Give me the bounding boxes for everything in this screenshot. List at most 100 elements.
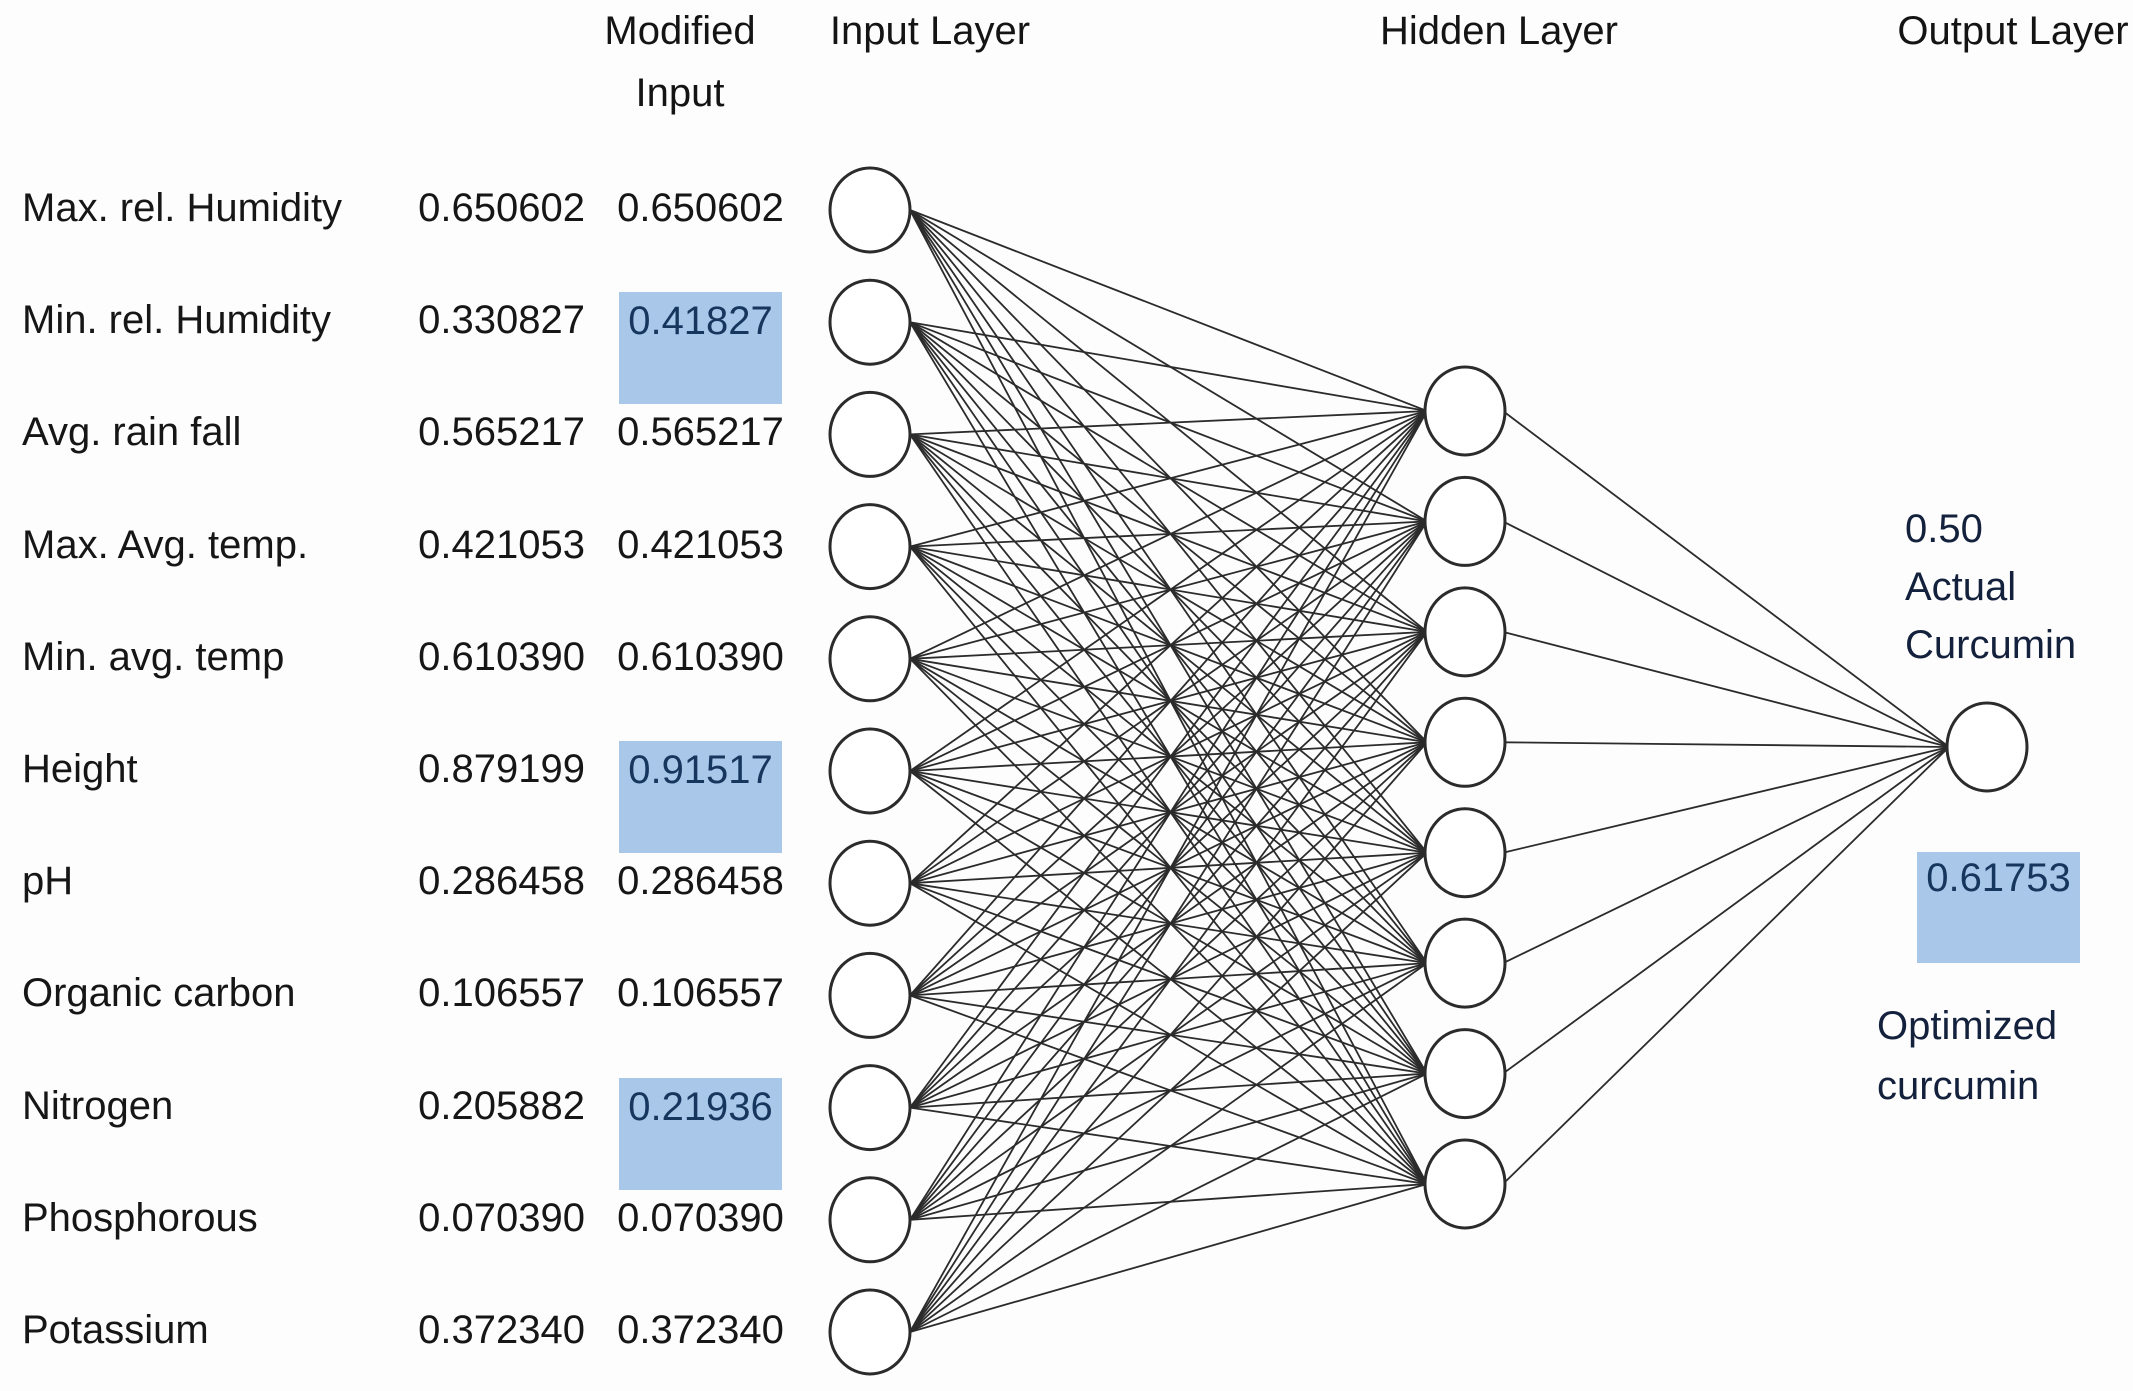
edge-input-hidden: [909, 962, 1428, 1333]
table-row: Height 0.879199 0.91517: [0, 741, 2133, 853]
row-modified-value-highlighted: 0.91517: [619, 741, 782, 853]
input-node: [828, 1288, 912, 1376]
edge-hidden-output: [1502, 410, 1950, 748]
row-normalized-value: 0.565217: [418, 410, 585, 455]
row-normalized-value: 0.070390: [418, 1195, 585, 1240]
row-modified-cell: 0.91517: [603, 741, 798, 853]
edge-input-hidden: [909, 1072, 1428, 1333]
hidden-node: [1423, 475, 1507, 567]
input-node: [828, 1064, 912, 1152]
output-node: [1945, 701, 2029, 793]
actual-curcumin-label: 0.50 Actual Curcumin: [1905, 500, 2076, 674]
row-label: Organic carbon: [22, 971, 296, 1016]
row-label: Max. Avg. temp.: [22, 522, 309, 567]
edge-input-hidden: [909, 209, 1428, 412]
hidden-node: [1423, 917, 1507, 1009]
input-node: [828, 1176, 912, 1264]
optimized-curcumin-value-box: 0.61753: [1917, 852, 2080, 963]
row-modified-value-highlighted: 0.21936: [619, 1077, 782, 1190]
row-modified-value: 0.070390: [617, 1195, 784, 1240]
hidden-layer-header: Hidden Layer: [1380, 9, 1618, 53]
input-node: [828, 727, 912, 815]
edge-hidden-output: [1502, 741, 1950, 748]
row-modified-value: 0.650602: [617, 186, 784, 230]
optimized-curcumin-label-line1: Optimized: [1877, 1004, 2058, 1048]
row-modified-cell: 0.650602: [603, 180, 798, 236]
edge-hidden-output: [1502, 520, 1950, 748]
hidden-node: [1423, 1028, 1507, 1120]
actual-curcumin-line2: Actual: [1905, 565, 2017, 609]
edge-input-hidden: [909, 631, 1428, 1333]
row-normalized-value: 0.106557: [418, 971, 585, 1016]
edge-input-hidden: [909, 410, 1428, 548]
row-normalized-value: 0.421053: [418, 522, 585, 567]
hidden-node: [1423, 807, 1507, 899]
row-label: Min. rel. Humidity: [22, 298, 331, 343]
row-modified-value: 0.565217: [617, 410, 784, 455]
row-modified-cell: 0.372340: [603, 1302, 798, 1358]
input-node: [828, 166, 912, 254]
edge-input-hidden: [909, 410, 1428, 1221]
row-label: Height: [22, 747, 138, 791]
row-normalized-value: 0.879199: [418, 747, 585, 791]
input-node: [828, 839, 912, 927]
edge-hidden-output: [1502, 630, 1950, 748]
input-node: [828, 278, 912, 366]
edge-hidden-output: [1502, 746, 1950, 854]
row-normalized-value: 0.286458: [418, 859, 585, 904]
edge-hidden-output: [1502, 746, 1950, 1075]
optimized-curcumin-label: Optimized curcumin: [1877, 996, 2057, 1116]
row-modified-cell: 0.41827: [603, 292, 798, 405]
row-modified-value-highlighted: 0.41827: [619, 292, 782, 405]
row-label: pH: [22, 859, 74, 904]
input-node: [828, 503, 912, 591]
row-modified-value: 0.286458: [617, 859, 784, 904]
input-node: [828, 951, 912, 1039]
edge-input-hidden: [909, 410, 1428, 660]
actual-curcumin-value: 0.50: [1905, 507, 1983, 551]
actual-curcumin-line3: Curcumin: [1905, 623, 2077, 667]
edge-input-hidden: [909, 741, 1428, 1333]
row-normalized-value: 0.205882: [418, 1083, 585, 1128]
edge-hidden-output: [1502, 746, 1950, 1185]
edge-input-hidden: [909, 520, 1428, 1333]
table-row: Max. Avg. temp. 0.421053 0.421053: [0, 517, 2133, 629]
modified-input-header-line1: Modified: [604, 9, 756, 53]
input-node: [828, 390, 912, 478]
hidden-node: [1423, 696, 1507, 788]
row-modified-value: 0.610390: [617, 634, 784, 679]
row-modified-cell: 0.21936: [603, 1077, 798, 1190]
edge-input-hidden: [909, 410, 1428, 436]
edge-input-hidden: [909, 852, 1428, 1333]
row-modified-cell: 0.286458: [603, 853, 798, 909]
output-layer-header: Output Layer: [1897, 9, 2129, 53]
edge-input-hidden: [909, 410, 1428, 1333]
row-normalized-value: 0.610390: [418, 634, 585, 679]
row-modified-value: 0.106557: [617, 971, 784, 1016]
modified-input-header-line2: Input: [635, 71, 725, 115]
row-label: Min. avg. temp: [22, 634, 285, 679]
row-label: Max. rel. Humidity: [22, 186, 343, 230]
row-modified-cell: 0.421053: [603, 517, 798, 573]
hidden-node: [1423, 1138, 1507, 1230]
row-modified-cell: 0.106557: [603, 965, 798, 1021]
row-label: Nitrogen: [22, 1083, 174, 1128]
row-modified-value: 0.421053: [617, 522, 784, 567]
table-row: Organic carbon 0.106557 0.106557: [0, 965, 2133, 1077]
optimized-curcumin-label-line2: curcumin: [1877, 1064, 2040, 1108]
row-normalized-value: 0.372340: [418, 1308, 585, 1352]
edge-input-hidden: [909, 321, 1428, 412]
edge-input-hidden: [909, 1183, 1428, 1333]
edge-input-hidden: [909, 410, 1428, 996]
row-modified-value: 0.372340: [617, 1308, 784, 1352]
edge-hidden-output: [1502, 746, 1950, 964]
row-modified-cell: 0.610390: [603, 629, 798, 685]
table-row: pH 0.286458 0.286458: [0, 853, 2133, 965]
